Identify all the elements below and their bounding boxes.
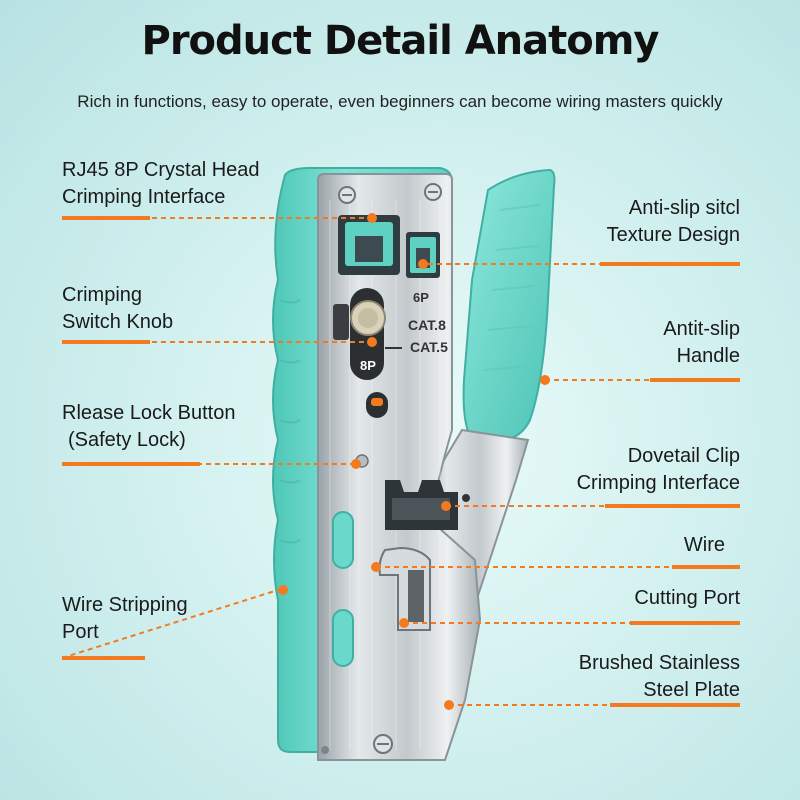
callout-wire-stripping-line1: Wire Stripping: [62, 594, 188, 616]
callout-anti-slip-texture-line1: Anti-slip sitcl: [628, 197, 740, 219]
callout-anti-slip-texture-line2: Texture Design: [606, 224, 740, 246]
page-subtitle: Rich in functions, easy to operate, even…: [77, 92, 723, 111]
callout-steel-plate: Brushed Stainless Steel Plate: [579, 650, 740, 704]
callout-wire-stripping: Wire Stripping Port: [62, 592, 188, 646]
dovetail-jaw: [385, 480, 458, 530]
stripping-port-upper: [332, 511, 354, 569]
callout-dots: [278, 213, 550, 710]
callout-cutting-port: Cutting Port: [634, 585, 740, 612]
stripping-port-lower: [332, 609, 354, 667]
screw-top-right: [424, 183, 442, 201]
callout-steel-plate-line2: Steel Plate: [643, 679, 740, 701]
label-6p: 6P: [413, 290, 429, 305]
anti-slip-handle: [462, 168, 556, 442]
callout-release-lock: Rlease Lock Button (Safety Lock): [62, 400, 235, 454]
callout-release-lock-line2: (Safety Lock): [68, 429, 186, 451]
callout-wire-stripping-line2: Port: [62, 621, 99, 643]
callout-rj45-line2: Crimping Interface: [62, 186, 226, 208]
screw-top-left: [338, 186, 356, 204]
callout-wire-line1: Wire: [683, 534, 725, 556]
callout-dovetail: Dovetail Clip Crimping Interface: [577, 443, 740, 497]
callout-cutting-port-line1: Cutting Port: [634, 587, 740, 609]
rj-6p-slot: [406, 232, 440, 278]
callout-steel-plate-line1: Brushed Stainless: [578, 652, 740, 674]
lock-slot: [366, 392, 388, 418]
callout-dovetail-line2: Crimping Interface: [576, 472, 740, 494]
rj45-8p-slot: [338, 215, 400, 275]
callout-wire: Wire: [684, 532, 725, 559]
label-cat8: CAT.8: [408, 317, 446, 333]
callout-anti-slip-handle-line2: Handle: [676, 345, 740, 367]
callout-dovetail-line1: Dovetail Clip: [627, 445, 740, 467]
callout-switch-knob: Crimping Switch Knob: [62, 282, 173, 336]
callout-anti-slip-handle: Antit-slip Handle: [663, 316, 740, 370]
callout-rj45: RJ45 8P Crystal Head Crimping Interface: [62, 157, 260, 211]
handle-texture: [483, 204, 541, 371]
callout-dashes-solid: [62, 216, 740, 707]
callout-release-lock-line1: Rlease Lock Button: [62, 402, 236, 424]
screw-bottom: [373, 734, 393, 754]
jaw-pin: [462, 494, 470, 502]
grip-ridges: [279, 299, 301, 544]
callout-anti-slip-texture: Anti-slip sitcl Texture Design: [607, 195, 740, 249]
label-8p: 8P: [360, 358, 376, 373]
screw-corner: [321, 746, 329, 754]
callout-switch-knob-line1: Crimping: [62, 284, 143, 306]
label-cat5: CAT.5: [410, 339, 448, 355]
cutting-blade-area: [378, 546, 431, 631]
switch-knob[interactable]: [333, 288, 386, 380]
callout-switch-knob-line2: Switch Knob: [62, 311, 174, 333]
callout-rj45-line1: RJ45 8P Crystal Head: [62, 159, 260, 181]
page-title: Product Detail Anatomy: [141, 18, 660, 64]
callout-anti-slip-handle-line1: Antit-slip: [663, 318, 740, 340]
